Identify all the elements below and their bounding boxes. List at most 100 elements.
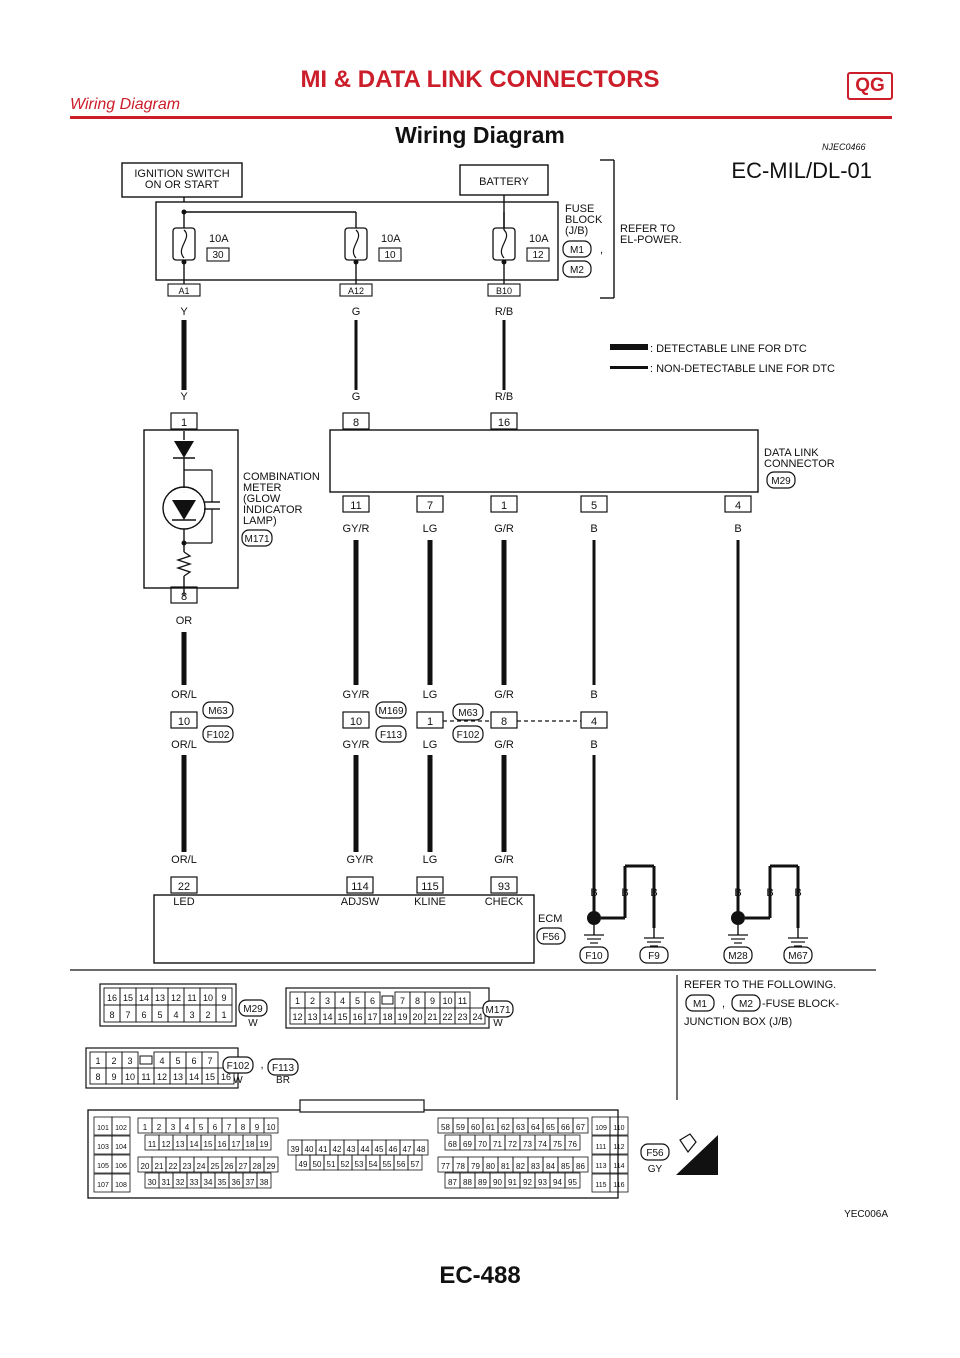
m29-face-cell-label: 11 [187,993,196,1003]
battery-label: BATTERY [479,176,529,188]
f56-cell-label: 10 [267,1123,276,1132]
wire-color-label: LG [423,523,438,535]
ecm-connector-pill [536,927,566,945]
f56-cell-label: 101 [97,1125,109,1132]
gyr-joint-pin-box [342,711,370,729]
m171-face-cell-label: 6 [370,996,375,1006]
f56-cell-label: 61 [486,1123,495,1132]
m29-face-cell-label: 6 [141,1010,146,1020]
m171-face-cell-label: 5 [355,996,360,1006]
fuse-number: 10 [384,250,396,261]
wire-color-label: B [734,523,741,535]
f56-cell-label: 58 [441,1123,450,1132]
hs-connector-icon [679,1133,697,1154]
f56-cell [407,1154,423,1171]
wire-color-label: R/B [495,306,513,318]
joint-connector: F113 [380,730,402,741]
dlc-bottom-pin-box [490,495,518,513]
ignition-switch-box [121,162,243,198]
m171-face-cell-label: 8 [415,996,420,1006]
f56-cell-label: 90 [493,1178,502,1187]
image-code: YEC006A [844,1209,888,1220]
f56-cell-label: 13 [176,1140,185,1149]
f56-cell-label: 74 [538,1140,547,1149]
m29-face-cell-label: 15 [123,993,133,1003]
m171-face-cell-label: 13 [307,1012,317,1022]
fuse-terminal-box [487,283,521,297]
meter-pin: 8 [181,591,187,603]
wire-color-label: G/R [494,854,514,866]
meter-pin-box [170,586,198,604]
led-symbol [172,500,196,520]
f102-face-cell-label: 13 [173,1072,183,1082]
m171-face-cell-label: 4 [340,996,345,1006]
m29-connector-pill [238,999,268,1017]
dlc-top-pin-box [342,412,370,430]
f102-face-cell-label: 7 [207,1056,212,1066]
fuse-block-label: BLOCK [565,214,603,226]
f56-cell-label: 18 [246,1140,255,1149]
m29-face-cell-label: 8 [109,1010,114,1020]
fuse-number-box [378,247,402,262]
m171-face-cell-label: 22 [442,1012,452,1022]
f56-cell-label: 69 [463,1140,472,1149]
refer-connector: M2 [739,999,753,1010]
f56-cell-label: 51 [327,1160,336,1169]
f56-cell-label: 63 [516,1123,525,1132]
m29-face-cell [215,1004,233,1023]
wire-color-label: OR [176,615,193,627]
joint-connector-pill [452,703,484,721]
f56-cell-label: 7 [227,1123,232,1132]
wire-color-label: GY/R [343,689,370,701]
ecm-pin-box [490,876,518,894]
f102-face-key [139,1055,153,1065]
f56-cell-label: 64 [531,1123,540,1132]
f56-cell-label: 107 [97,1182,109,1189]
m171-face-cell-label: 12 [292,1012,302,1022]
dlc-top-pin: 8 [353,417,359,429]
joint-connector-pill [375,701,407,719]
hs-badge [676,1135,718,1175]
f56-cell-label: 55 [383,1160,392,1169]
m171-face-cell-label: 18 [382,1012,392,1022]
ground-joint [587,911,601,925]
m171-face-cell-label: 17 [367,1012,377,1022]
f56-color: GY [648,1164,663,1175]
resistor-symbol [175,551,193,577]
dlc-bottom-pin: 5 [591,500,597,512]
f102-face-cell-label: 15 [205,1072,215,1082]
f56-cell-label: 52 [341,1160,350,1169]
f56-cell-label: 23 [183,1162,192,1171]
f56-cell-label: 43 [347,1145,356,1154]
f56-cell-label: 72 [508,1140,517,1149]
refer-connector-pill [731,994,761,1012]
ecm-pin-name: LED [173,896,194,908]
f56-cell-label: 102 [115,1125,127,1132]
fuse-block-connector: M2 [570,265,584,276]
joint-connector: M63 [208,706,228,717]
fuse-number-box [206,247,230,262]
refer-connector-sep: , [722,998,725,1010]
f102-face-cell-label: 2 [111,1056,116,1066]
m29-face-cell-label: 14 [139,993,149,1003]
m171-connector-pill [482,1000,514,1018]
f56-cell-label: 1 [143,1123,148,1132]
f56-cell-label: 5 [199,1123,204,1132]
f56-cell-label: 49 [299,1160,308,1169]
m171-face-cell-label: 10 [442,996,452,1006]
m29-face-cell-label: 4 [173,1010,178,1020]
ecm-pin-box [346,876,374,894]
f56-cell-label: 42 [333,1145,342,1154]
f56-cell [564,1172,581,1189]
fuse-terminal: A1 [178,286,189,296]
f56-cell [263,1117,279,1134]
f113-connector: F113 [272,1063,294,1074]
f56-cell [111,1135,131,1155]
f56-cell-label: 93 [538,1178,547,1187]
joint-connector: M63 [458,708,478,719]
f56-cell-label: 60 [471,1123,480,1132]
m29-face-cell-label: 16 [107,993,117,1003]
f56-cell-label: 12 [162,1140,171,1149]
m29-face-cell-label: 1 [221,1010,226,1020]
f102-face-cell-label: 11 [141,1072,150,1082]
